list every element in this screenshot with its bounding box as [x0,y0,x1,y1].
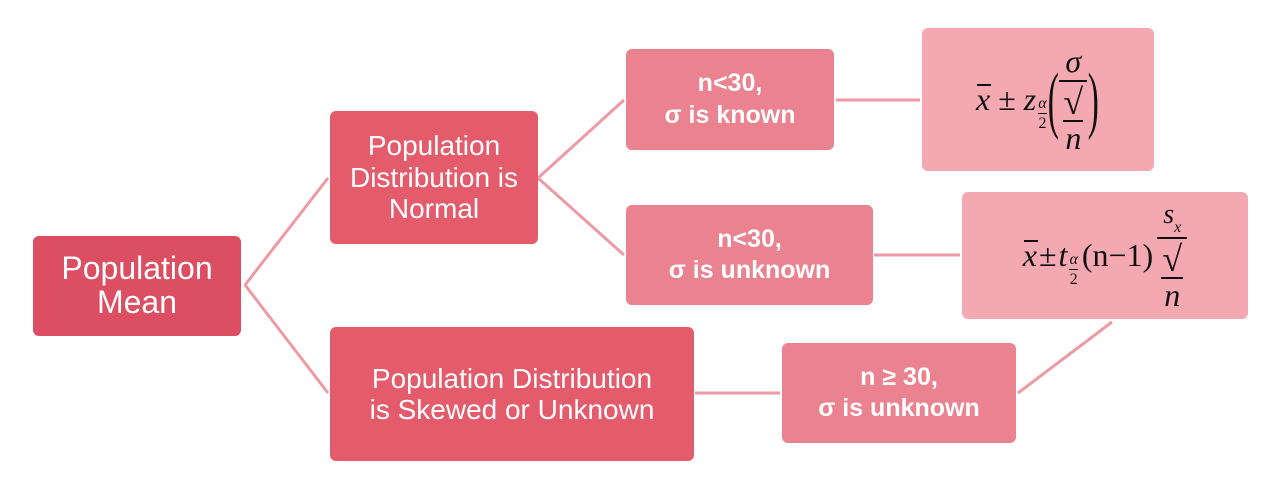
z-formula-fraction: σ √ n [1059,43,1088,157]
t-formula-degrees-of-freedom: (n−1) [1081,237,1154,273]
t-formula-radical: √ [1162,238,1183,279]
t-formula-numerator: sx [1157,199,1187,237]
connector-mean-to-skewed [243,284,330,394]
node-population-mean: Population Mean [33,236,241,336]
t-formula-t: t [1058,237,1068,273]
z-formula-denominator: √ n [1059,80,1088,157]
node-small-n-sigma-known: n<30, σ is known [626,49,834,150]
t-formula-two: 2 [1069,268,1078,288]
node-known-line-2: σ is known [664,100,796,129]
node-unknown-line-2: σ is unknown [668,256,831,284]
node-population-mean-line-1: Population [61,250,213,287]
formula-z-interval: x ± z α 2 ( σ √ n ) [922,28,1154,171]
z-formula-xbar: x [976,81,992,117]
z-formula-plus-minus: ± [998,81,1016,117]
t-formula-subscript: α 2 [1069,250,1078,289]
connector-normal-to-known [536,98,626,180]
t-formula-denominator: √ n [1157,236,1188,313]
node-distribution-skewed: Population Distribution is Skewed or Unk… [330,327,694,461]
node-skewed-line-2: is Skewed or Unknown [369,394,655,425]
z-formula-n: n [1063,120,1084,157]
node-unknown-line-1: n<30, [717,224,782,253]
node-small-n-sigma-unknown: n<30, σ is unknown [626,205,873,305]
t-formula-s: s [1163,198,1175,230]
t-formula-fraction: sx √ n [1157,199,1188,313]
z-formula-subscript: α 2 [1038,94,1047,133]
node-normal-line-3: Normal [388,193,480,225]
z-formula-alpha: α [1038,94,1047,112]
node-distribution-normal: Population Distribution is Normal [330,111,538,244]
connector-normal-to-unknown [536,176,626,257]
connector-mean-to-normal [243,177,330,286]
node-large-n-line-1: n ≥ 30, [860,362,938,391]
z-formula-open-paren: ( [1047,58,1059,141]
node-normal-line-1: Population [367,130,501,162]
node-large-n-line-2: σ is unknown [818,394,980,422]
t-formula-plus-minus: ± [1038,237,1057,273]
node-normal-line-2: Distribution is [349,161,519,193]
connector-large-n-to-t-formula [1017,320,1113,395]
z-formula-sigma: σ [1065,43,1082,80]
node-skewed-line-1: Population Distribution [371,362,653,394]
node-large-n-sigma-unknown: n ≥ 30, σ is unknown [782,343,1016,443]
t-formula-alpha: α [1069,250,1078,268]
z-formula-two: 2 [1038,112,1047,132]
t-formula-s-subscript: x [1174,218,1182,236]
z-formula-z: z [1023,81,1037,117]
z-formula-close-paren: ) [1088,58,1100,141]
t-formula-n: n [1161,276,1184,313]
z-formula-radical: √ [1063,82,1084,123]
node-population-mean-line-2: Mean [96,284,178,320]
node-known-line-1: n<30, [697,69,763,98]
t-formula-xbar: x [1022,237,1039,273]
formula-t-interval: x ± t α 2 (n−1) sx √ n [962,192,1248,319]
